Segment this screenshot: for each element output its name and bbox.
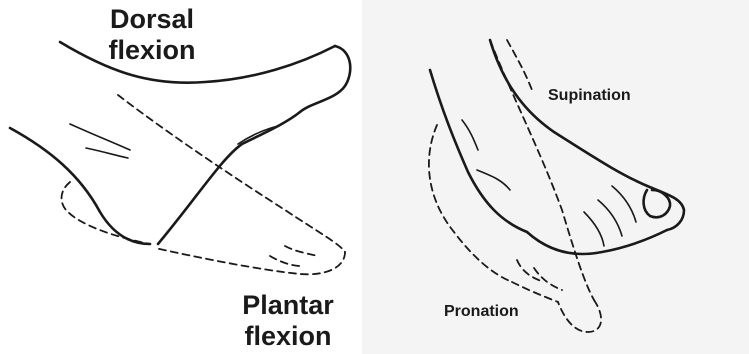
plantar-flexion-label-line-1: Plantar <box>236 290 340 321</box>
foot-rotation-drawing <box>362 0 749 354</box>
dorsal-flexion-foot <box>10 42 350 244</box>
dorsal-plantar-flexion-panel: Dorsal flexion Plantar flexion <box>0 0 362 354</box>
dorsal-flexion-label-line-2: flexion <box>100 35 204 66</box>
plantar-flexion-label: Plantar flexion <box>236 290 340 352</box>
supination-label: Supination <box>548 86 631 105</box>
pronation-label: Pronation <box>444 302 519 321</box>
supination-pronation-panel: Supination Pronation <box>362 0 749 354</box>
dorsal-flexion-label-line-1: Dorsal <box>100 4 204 35</box>
dorsal-flexion-label: Dorsal flexion <box>100 4 204 66</box>
plantar-flexion-label-line-2: flexion <box>236 321 340 352</box>
supination-foot <box>430 40 684 254</box>
pronation-foot <box>429 40 601 332</box>
